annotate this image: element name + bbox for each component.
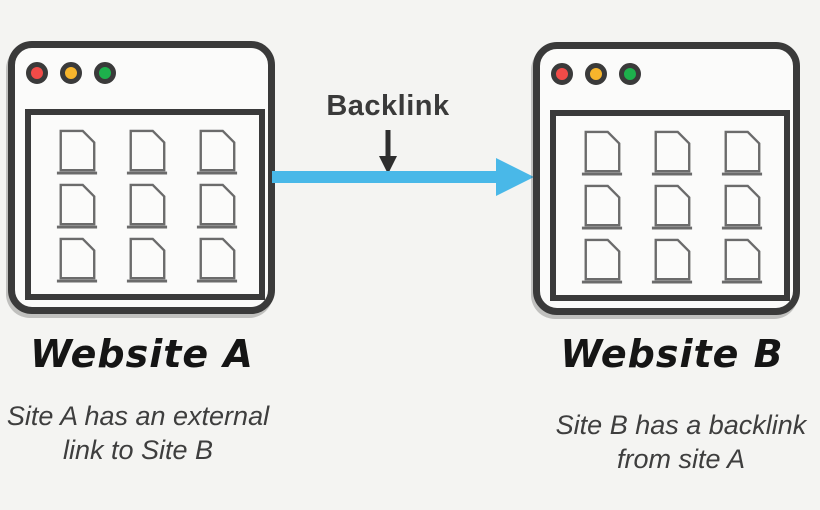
page-icon: [195, 128, 239, 176]
website-b-caption-line2: from site A: [616, 444, 746, 474]
website-b-content-grid: [550, 110, 790, 301]
page-icon: [55, 236, 99, 284]
page-icon: [650, 237, 694, 285]
website-a-caption-line2: link to Site B: [62, 435, 214, 465]
website-a-caption-line1: Site A has an external: [6, 401, 270, 431]
page-icon: [125, 236, 169, 284]
website-a-title: Website A: [30, 332, 254, 376]
page-icon: [195, 182, 239, 230]
website-a-content-grid: [25, 109, 265, 300]
page-icon: [580, 183, 624, 231]
traffic-light-green-icon: [619, 63, 641, 85]
page-icon: [720, 183, 764, 231]
traffic-light-amber-icon: [585, 63, 607, 85]
page-icon: [650, 129, 694, 177]
page-icon: [195, 236, 239, 284]
traffic-light-red-icon: [551, 63, 573, 85]
page-icon: [580, 129, 624, 177]
traffic-lights: [551, 63, 641, 85]
page-icon: [720, 129, 764, 177]
page-icon: [580, 237, 624, 285]
page-icon: [125, 128, 169, 176]
website-b-window: [533, 42, 800, 315]
page-icon: [650, 183, 694, 231]
website-a-window: [8, 41, 275, 314]
traffic-lights: [26, 62, 116, 84]
traffic-light-amber-icon: [60, 62, 82, 84]
website-a-caption: Site A has an external link to Site B: [0, 399, 294, 467]
traffic-light-green-icon: [94, 62, 116, 84]
traffic-light-red-icon: [26, 62, 48, 84]
website-b-title: Website B: [560, 332, 784, 376]
page-icon: [55, 182, 99, 230]
website-b-caption: Site B has a backlink from site A: [528, 408, 820, 476]
backlink-label: Backlink: [326, 90, 450, 122]
website-b-caption-line1: Site B has a backlink: [555, 410, 807, 440]
page-icon: [125, 182, 169, 230]
page-icon: [55, 128, 99, 176]
backlink-arrow-icon: [272, 158, 534, 196]
down-arrow-icon: [379, 130, 397, 174]
page-icon: [720, 237, 764, 285]
